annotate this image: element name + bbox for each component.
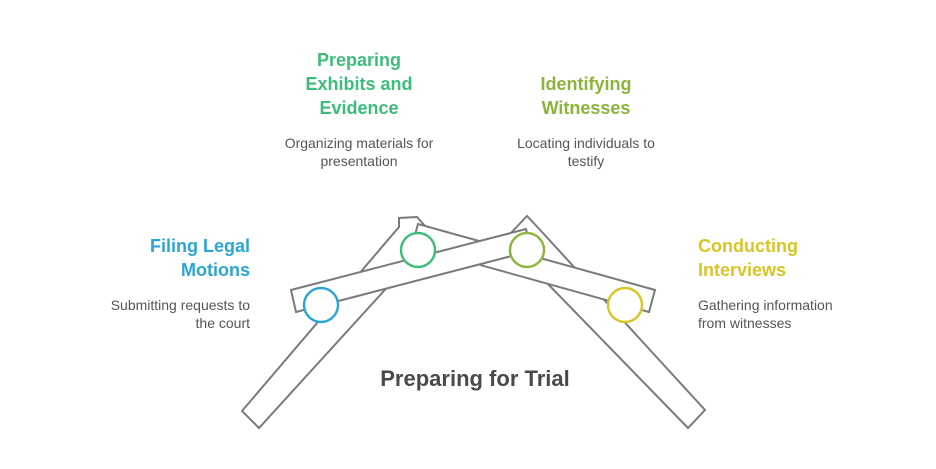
step-label-filing-legal-motions: Filing Legal Motions Submitting requests… bbox=[70, 234, 250, 332]
step-description: Locating individuals to testify bbox=[496, 134, 676, 170]
step-node-1 bbox=[302, 286, 340, 324]
step-description: Gathering information from witnesses bbox=[698, 296, 888, 332]
step-description-line: Locating individuals to bbox=[517, 135, 655, 151]
step-label-preparing-exhibits: Preparing Exhibits and Evidence Organizi… bbox=[264, 48, 454, 170]
step-title-line: Interviews bbox=[698, 260, 787, 280]
step-description-line: testify bbox=[567, 153, 605, 169]
step-title-line: Filing Legal bbox=[149, 236, 250, 256]
step-description-line: presentation bbox=[320, 153, 398, 169]
step-node-3 bbox=[508, 231, 546, 269]
step-label-identifying-witnesses: Identifying Witnesses Locating individua… bbox=[496, 72, 676, 170]
step-description: Organizing materials for presentation bbox=[264, 134, 454, 170]
step-description-line: from witnesses bbox=[698, 315, 792, 331]
step-description-line: Gathering information bbox=[698, 297, 833, 313]
step-title-line: Motions bbox=[181, 260, 250, 280]
step-description-line: the court bbox=[195, 315, 250, 331]
step-label-conducting-interviews: Conducting Interviews Gathering informat… bbox=[698, 234, 888, 332]
step-title: Conducting Interviews bbox=[698, 234, 888, 282]
step-title: Preparing Exhibits and Evidence bbox=[264, 48, 454, 120]
step-title-line: Evidence bbox=[319, 98, 399, 118]
step-node-4 bbox=[606, 286, 644, 324]
step-description-line: Submitting requests to bbox=[110, 297, 250, 313]
diagram-title: Preparing for Trial bbox=[380, 366, 570, 391]
step-description: Submitting requests to the court bbox=[70, 296, 250, 332]
step-title: Identifying Witnesses bbox=[496, 72, 676, 120]
step-title-line: Conducting bbox=[698, 236, 798, 256]
step-description-line: Organizing materials for bbox=[284, 135, 434, 151]
step-title-line: Witnesses bbox=[541, 98, 631, 118]
step-title-line: Exhibits and bbox=[305, 74, 413, 94]
step-title: Filing Legal Motions bbox=[70, 234, 250, 282]
step-title-line: Preparing bbox=[316, 50, 402, 70]
step-node-2 bbox=[399, 231, 437, 269]
step-title-line: Identifying bbox=[540, 74, 632, 94]
